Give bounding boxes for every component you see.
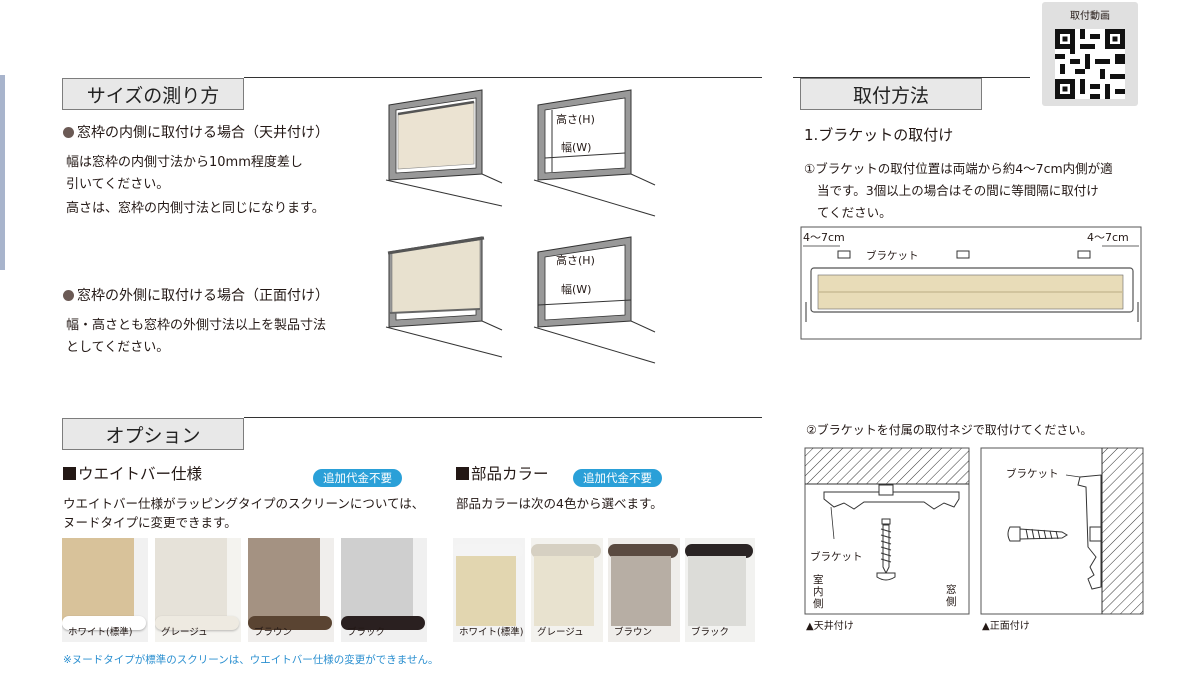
inside-line-2: 引いてください。 xyxy=(66,177,170,192)
weight-line-1: ウエイトバー仕様がラッピングタイプのスクリーンについては、 xyxy=(63,496,425,511)
bullet-icon xyxy=(63,290,74,301)
window-side-label: 窓側 xyxy=(946,584,957,608)
outside-heading: 窓枠の外側に取付ける場合（正面付け） xyxy=(63,286,329,307)
left-edge-bar xyxy=(0,75,5,270)
parts-roller xyxy=(685,544,753,558)
weight-swatch: ブラウン xyxy=(248,538,334,642)
weight-swatch-label: ブラック xyxy=(347,627,386,638)
weight-swatch: ブラック xyxy=(341,538,427,642)
parts-heading: 部品カラー xyxy=(456,464,549,485)
height-label: 高さ(H) xyxy=(556,113,595,126)
parts-swatch: ホワイト(標準) xyxy=(453,538,525,642)
weight-swatch-screen xyxy=(62,538,134,624)
parts-swatch: グレージュ xyxy=(531,538,603,642)
weight-swatch-label: ホワイト(標準) xyxy=(68,627,133,638)
width-label-outside: 幅(W) xyxy=(561,283,592,296)
weight-swatch-label: グレージュ xyxy=(161,627,208,638)
room-side-label: 室内側 xyxy=(813,574,824,610)
bullet-icon xyxy=(63,127,74,138)
weight-swatch-label: ブラウン xyxy=(254,627,293,638)
step1-line-2: 当です。3個以上の場合はその間に等間隔に取付け xyxy=(817,183,1099,198)
step1-line-1: ①ブラケットの取付位置は両端から約4〜7cm内側が適 xyxy=(804,161,1113,176)
weight-heading: ウエイトバー仕様 xyxy=(63,464,202,485)
outside-line-1: 幅・高さとも窓枠の外側寸法以上を製品寸法 xyxy=(66,318,327,333)
parts-badge: 追加代金不要 xyxy=(573,469,662,487)
parts-swatch-screen xyxy=(688,556,746,626)
step1-title: 1.ブラケットの取付け xyxy=(804,126,954,144)
parts-swatch: ブラック xyxy=(685,538,755,642)
front-caption: ▲正面付け xyxy=(982,621,1030,632)
ceiling-mount-diagram xyxy=(804,447,970,615)
parts-roller xyxy=(608,544,678,558)
parts-swatch-label: グレージュ xyxy=(537,627,584,638)
parts-roller xyxy=(531,544,601,558)
qr-code-icon xyxy=(1055,29,1125,99)
dim-left-label: 4〜7cm xyxy=(803,231,845,244)
parts-line: 部品カラーは次の4色から選べます。 xyxy=(456,496,663,511)
ceiling-bracket-label: ブラケット xyxy=(810,551,863,563)
install-section-rule xyxy=(793,77,1030,78)
width-label: 幅(W) xyxy=(561,141,592,154)
inside-heading: 窓枠の内側に取付ける場合（天井付け） xyxy=(63,123,329,144)
square-bullet-icon xyxy=(456,467,469,480)
weight-badge: 追加代金不要 xyxy=(313,469,402,487)
step1-line-3: てください。 xyxy=(817,205,892,220)
weight-swatch-screen xyxy=(248,538,320,624)
parts-swatch: ブラウン xyxy=(608,538,680,642)
install-section-title: 取付方法 xyxy=(800,78,982,110)
window-outside-blind-diagram xyxy=(385,236,503,358)
weight-bar xyxy=(248,616,332,630)
weight-swatch-screen xyxy=(155,538,227,624)
weight-line-2: ヌードタイプに変更できます。 xyxy=(63,515,237,530)
parts-swatch-screen xyxy=(534,556,594,626)
step2-text: ②ブラケットを付属の取付ネジで取付けてください。 xyxy=(806,423,1093,437)
window-outside-measure-diagram xyxy=(533,236,656,364)
bracket-label: ブラケット xyxy=(866,250,919,262)
height-label-outside: 高さ(H) xyxy=(556,254,595,267)
inside-line-1: 幅は窓枠の内側寸法から10mm程度差し xyxy=(66,155,303,170)
qr-box[interactable]: 取付動画 xyxy=(1042,2,1138,106)
weight-bar xyxy=(341,616,425,630)
front-bracket-label: ブラケット xyxy=(1006,468,1059,480)
weight-swatch: ホワイト(標準) xyxy=(62,538,148,642)
weight-bar xyxy=(155,616,239,630)
measure-section-rule xyxy=(244,77,762,78)
weight-swatch-screen xyxy=(341,538,413,624)
inside-line-3: 高さは、窓枠の内側寸法と同じになります。 xyxy=(66,201,325,216)
option-section-rule xyxy=(244,417,762,418)
window-inside-measure-diagram xyxy=(533,89,656,217)
ceiling-caption: ▲天井付け xyxy=(806,621,854,632)
qr-label: 取付動画 xyxy=(1070,11,1110,22)
parts-swatch-screen xyxy=(611,556,671,626)
parts-swatch-label: ブラック xyxy=(691,627,730,638)
parts-swatch-label: ブラウン xyxy=(614,627,653,638)
weight-bar xyxy=(62,616,146,630)
parts-roller xyxy=(453,544,523,558)
front-mount-diagram xyxy=(980,447,1144,615)
weight-swatch: グレージュ xyxy=(155,538,241,642)
measure-section-title: サイズの測り方 xyxy=(62,78,244,110)
option-section-title: オプション xyxy=(62,418,244,450)
dim-right-label: 4〜7cm xyxy=(1087,231,1129,244)
outside-line-2: としてください。 xyxy=(66,340,170,355)
option-note: ※ヌードタイプが標準のスクリーンは、ウエイトバー仕様の変更ができません。 xyxy=(63,654,439,666)
parts-swatch-label: ホワイト(標準) xyxy=(459,627,524,638)
bracket-position-diagram xyxy=(800,226,1142,340)
window-inside-blind-diagram xyxy=(385,89,503,207)
parts-swatch-screen xyxy=(456,556,516,626)
square-bullet-icon xyxy=(63,467,76,480)
